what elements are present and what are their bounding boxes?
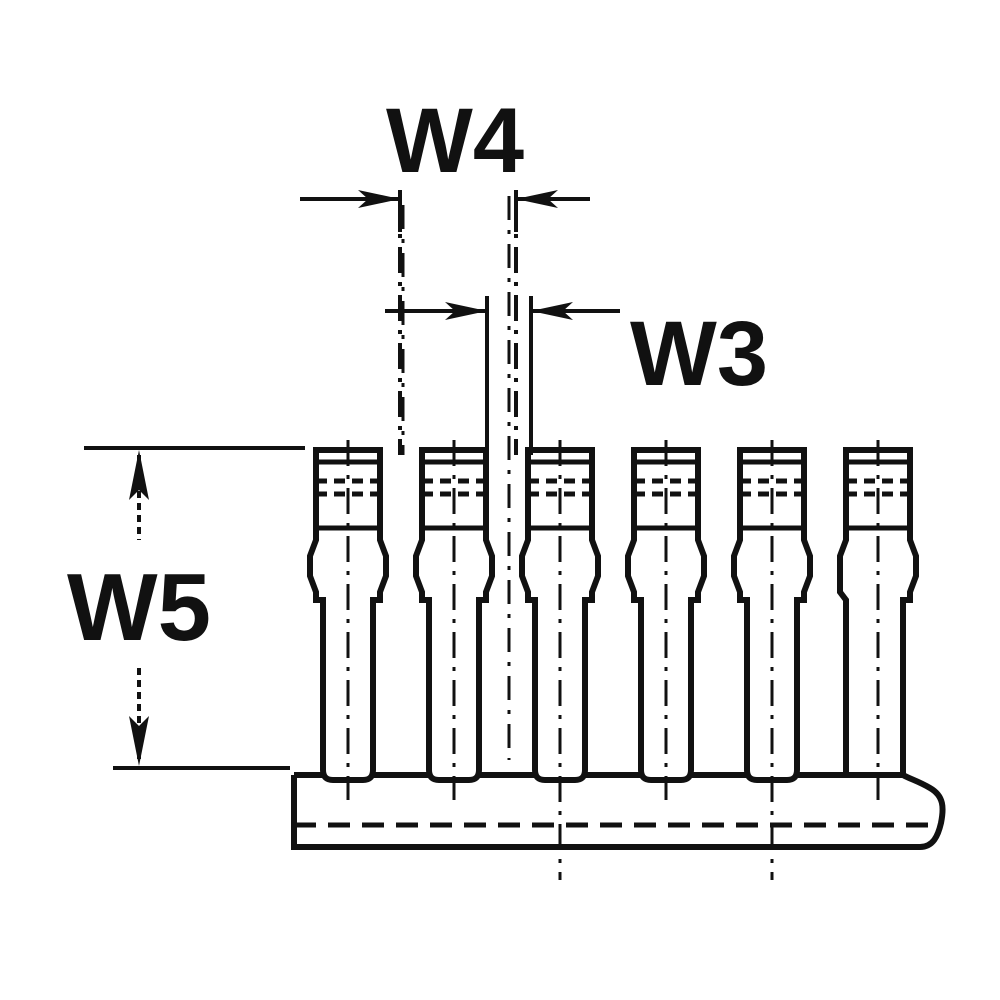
w5-arrowhead-top: [129, 450, 149, 500]
dimension-w4: W4: [300, 90, 590, 455]
dimension-w5: W5: [67, 446, 305, 770]
connector-comb-body: [291, 447, 946, 850]
w4-arrowhead-left: [358, 190, 400, 208]
w3-arrowhead-left: [445, 302, 487, 320]
tine-3: [519, 447, 601, 783]
dimension-w3: W3: [385, 296, 768, 455]
w4-arrowhead-right: [516, 190, 558, 208]
w4-label: W4: [386, 90, 524, 192]
tine-1: [307, 447, 389, 783]
tine-5: [731, 447, 813, 783]
w5-label: W5: [67, 554, 211, 661]
tine-2: [413, 447, 495, 783]
w3-arrowhead-right: [531, 302, 573, 320]
gap-centerlines: [401, 196, 511, 760]
tine-centerlines: [346, 440, 880, 880]
tine-4: [625, 447, 707, 783]
base-plate-outline: [291, 772, 946, 850]
w3-label: W3: [630, 303, 768, 405]
tine-6: [837, 447, 919, 778]
w5-arrowhead-bottom: [129, 716, 149, 766]
